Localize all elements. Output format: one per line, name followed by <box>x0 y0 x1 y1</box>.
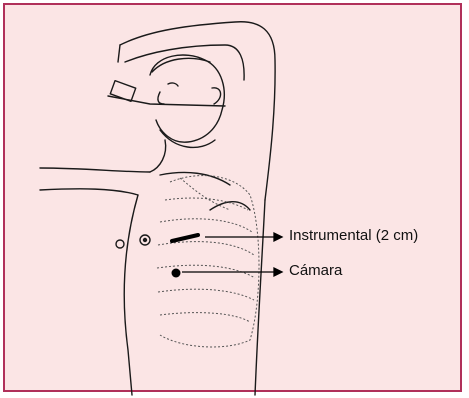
label-instrumental: Instrumental (2 cm) <box>289 227 418 244</box>
nose <box>158 92 164 104</box>
tube-connector <box>110 81 135 102</box>
clavicle <box>160 172 230 185</box>
instrumental-port <box>172 235 198 241</box>
nipple-left <box>116 240 124 248</box>
jaw <box>160 130 215 147</box>
torso-right <box>255 200 265 395</box>
lower-arm <box>40 189 138 195</box>
camera-port <box>172 269 181 278</box>
ear <box>212 88 221 104</box>
raised-arm-inner <box>125 45 244 80</box>
neck <box>150 140 166 172</box>
pointer-arrows <box>182 233 282 276</box>
shoulder <box>40 168 150 172</box>
rib-cage <box>157 176 259 347</box>
label-camara: Cámara <box>289 262 342 279</box>
torso-left <box>124 195 138 395</box>
head-outline <box>150 55 224 142</box>
tube <box>108 96 225 106</box>
eye <box>168 83 178 86</box>
forearm-top <box>118 45 120 62</box>
